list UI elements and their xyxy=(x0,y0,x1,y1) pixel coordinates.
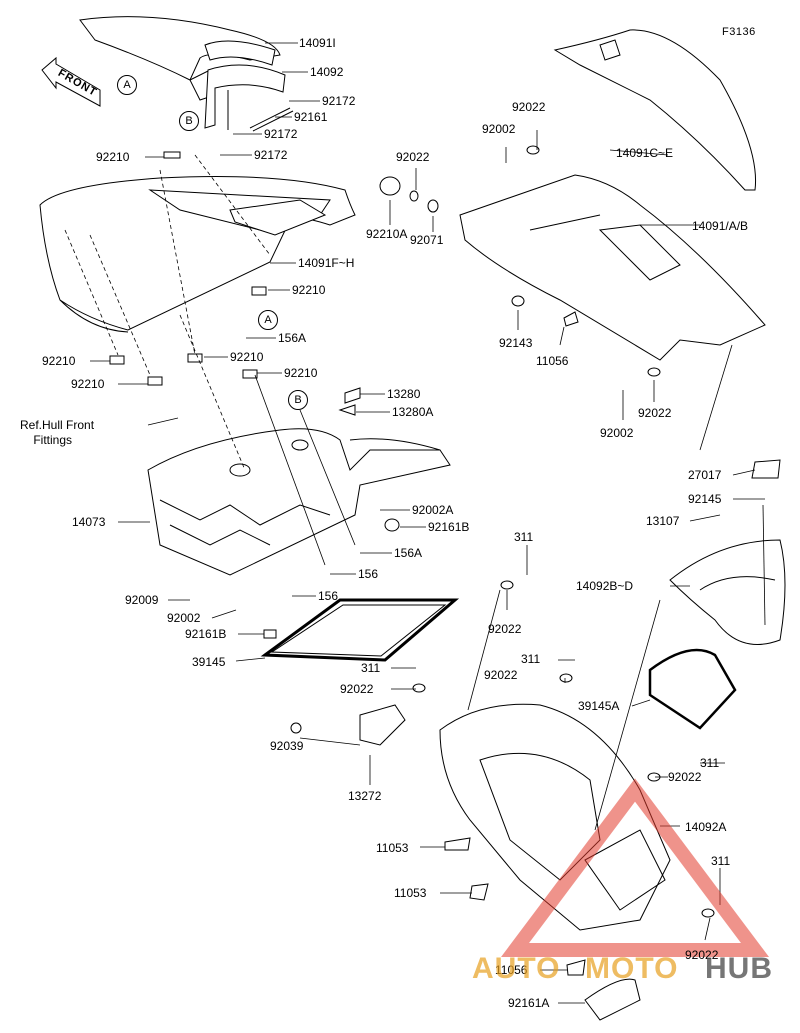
side-panel-14091ab-shape xyxy=(459,174,766,361)
part-label-92143[interactable]: 92143 xyxy=(499,336,533,350)
reference-note-hull-front-fittings: Ref.Hull Front Fittings xyxy=(20,418,95,447)
part-label-14073[interactable]: 14073 xyxy=(72,515,106,529)
watermark-hub: HUB xyxy=(705,952,773,985)
part-label-11056[interactable]: 11056 xyxy=(536,354,569,368)
gasket-39145-shape xyxy=(260,598,460,662)
part-label-92172-c[interactable]: 92172 xyxy=(254,148,288,162)
part-label-156-b[interactable]: 156 xyxy=(318,589,339,603)
part-label-39145a[interactable]: 39145A xyxy=(578,699,620,713)
part-label-92022-b[interactable]: 92022 xyxy=(484,668,518,682)
part-label-92161b-l[interactable]: 92161B xyxy=(185,627,227,641)
part-label-11053-b[interactable]: 11053 xyxy=(394,886,427,900)
part-label-92210-r[interactable]: 92210 xyxy=(292,283,326,297)
rear-panel-14091ce-shape xyxy=(553,29,757,191)
part-label-92039[interactable]: 92039 xyxy=(270,739,304,753)
leader-lines xyxy=(64,42,766,1004)
part-label-92022-d[interactable]: 92022 xyxy=(668,770,702,784)
part-label-14092[interactable]: 14092 xyxy=(310,65,344,79)
part-label-13272[interactable]: 13272 xyxy=(348,789,382,803)
part-label-13107[interactable]: 13107 xyxy=(646,514,680,528)
part-label-27017[interactable]: 27017 xyxy=(688,468,722,482)
part-label-14091ce[interactable]: 14091C~E xyxy=(616,146,674,160)
part-label-14092a[interactable]: 14092A xyxy=(685,820,727,834)
part-label-92210-l2[interactable]: 92210 xyxy=(71,377,105,391)
part-label-156a-top[interactable]: 156A xyxy=(278,331,307,345)
front-arrow-icon xyxy=(41,56,101,107)
callout-b-top[interactable]: B xyxy=(179,111,199,131)
part-label-92022-r[interactable]: 92022 xyxy=(638,406,672,420)
part-label-14091ab[interactable]: 14091/A/B xyxy=(692,219,749,233)
part-label-92071[interactable]: 92071 xyxy=(410,233,444,247)
part-label-92210a[interactable]: 92210A xyxy=(366,227,408,241)
part-label-92172-b[interactable]: 92172 xyxy=(264,127,298,141)
part-label-92210-l1[interactable]: 92210 xyxy=(42,354,76,368)
small-parts-shapes xyxy=(109,145,781,1021)
watermark-moto: MOTO xyxy=(585,952,679,985)
callout-a-top[interactable]: A xyxy=(117,75,137,95)
part-label-14092bd[interactable]: 14092B~D xyxy=(576,579,634,593)
part-label-39145[interactable]: 39145 xyxy=(192,655,226,669)
part-label-92161a[interactable]: 92161A xyxy=(508,996,550,1010)
front-housing-14092a-shape xyxy=(439,703,671,931)
part-label-92002-r[interactable]: 92002 xyxy=(600,426,634,440)
front-cover-14092bd-shape xyxy=(669,539,786,645)
part-label-92210-m2[interactable]: 92210 xyxy=(284,366,318,380)
watermark-auto: AUTO xyxy=(472,952,561,985)
part-label-92002a[interactable]: 92002A xyxy=(412,503,454,517)
part-label-13280a[interactable]: 13280A xyxy=(392,405,434,419)
deck-panel-shape xyxy=(39,176,356,333)
part-label-92022-a[interactable]: 92022 xyxy=(340,682,374,696)
part-label-311-b[interactable]: 311 xyxy=(521,652,541,666)
part-label-92022-t1[interactable]: 92022 xyxy=(512,100,546,114)
part-label-14091fh[interactable]: 14091F~H xyxy=(298,256,355,270)
callout-a-mid[interactable]: A xyxy=(258,310,278,330)
part-label-92022-e[interactable]: 92022 xyxy=(685,948,719,962)
part-label-11053-a[interactable]: 11053 xyxy=(376,841,409,855)
part-label-92002-l[interactable]: 92002 xyxy=(167,611,201,625)
part-label-311-e[interactable]: 311 xyxy=(711,854,731,868)
part-label-92022-c[interactable]: 92022 xyxy=(488,622,522,636)
part-label-92210-m1[interactable]: 92210 xyxy=(230,350,264,364)
part-label-92161b-r[interactable]: 92161B xyxy=(428,520,470,534)
part-label-156a-b[interactable]: 156A xyxy=(394,546,423,560)
part-label-13280[interactable]: 13280 xyxy=(387,387,421,401)
part-label-92009[interactable]: 92009 xyxy=(125,593,159,607)
hull-front-fittings-shape xyxy=(147,428,451,576)
part-label-92210-top[interactable]: 92210 xyxy=(96,150,130,164)
part-label-92172-a[interactable]: 92172 xyxy=(322,94,356,108)
cover-14091i-shape xyxy=(79,16,294,132)
part-label-14091i[interactable]: 14091I xyxy=(299,36,336,50)
part-label-92022-t2[interactable]: 92022 xyxy=(396,150,430,164)
part-label-92002-t[interactable]: 92002 xyxy=(482,122,516,136)
part-label-311-d[interactable]: 311 xyxy=(700,756,720,770)
part-label-92161[interactable]: 92161 xyxy=(294,110,328,124)
part-label-311-a[interactable]: 311 xyxy=(361,661,381,675)
part-label-311-c[interactable]: 311 xyxy=(514,530,534,544)
part-label-92145[interactable]: 92145 xyxy=(688,492,722,506)
watermark-triangle-icon xyxy=(501,778,769,957)
part-label-156-a[interactable]: 156 xyxy=(358,567,379,581)
callout-b-mid[interactable]: B xyxy=(288,390,308,410)
figure-code: F3136 xyxy=(722,26,756,38)
part-label-11056-b[interactable]: 11056 xyxy=(495,963,528,977)
gasket-39145a-shape xyxy=(648,648,737,730)
